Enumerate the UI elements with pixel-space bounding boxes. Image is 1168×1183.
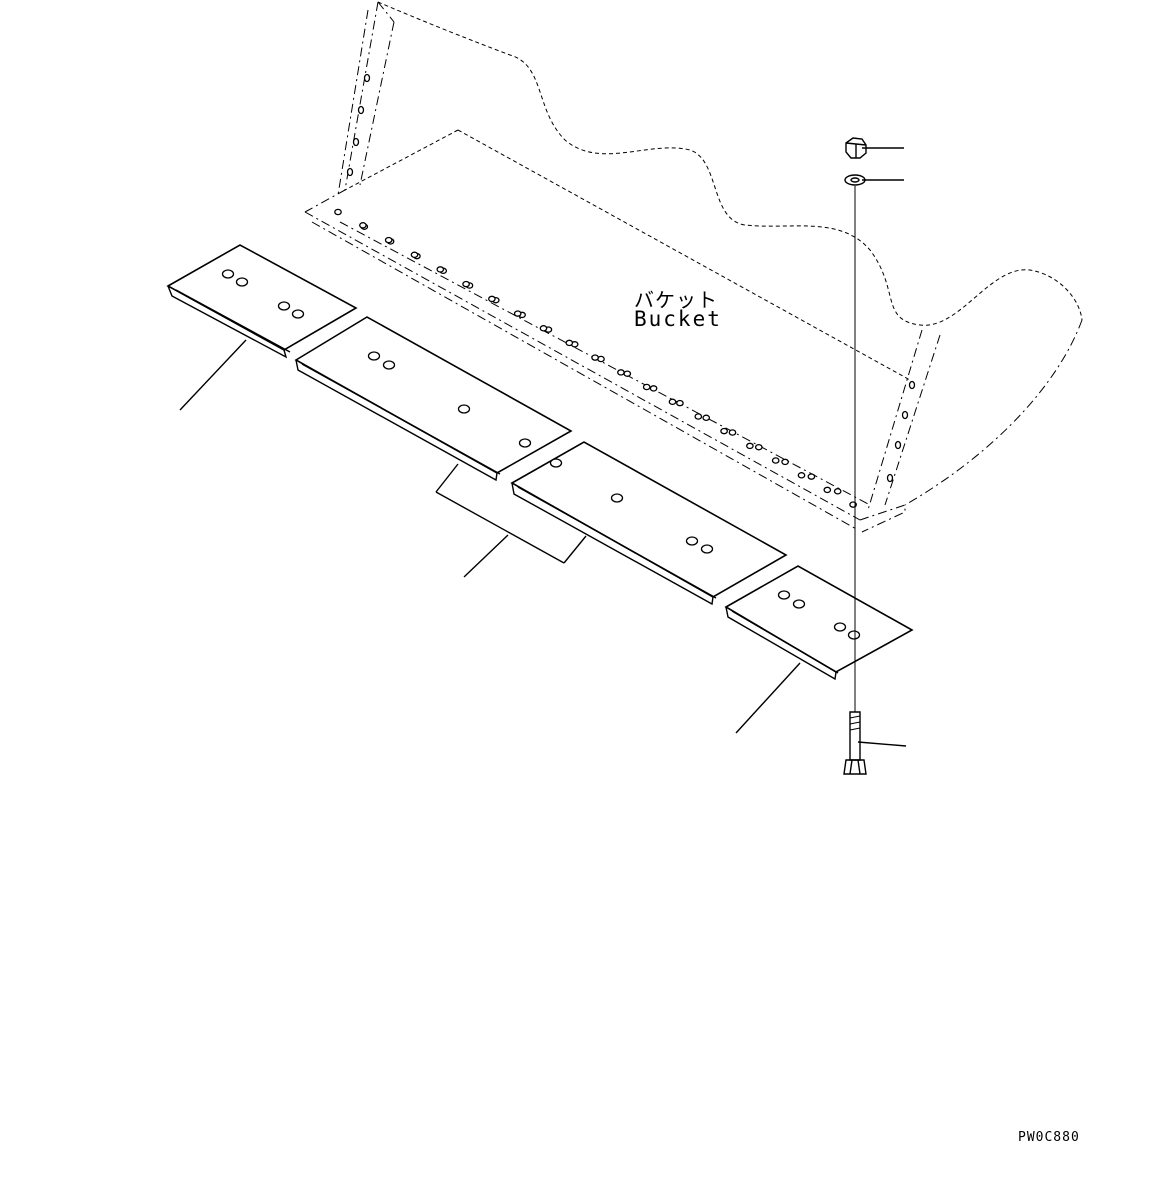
bucket-hole [384,236,393,244]
bucket-hole [359,222,367,229]
bucket-hole [513,310,522,317]
bucket-hole [746,442,754,450]
cutting-edge-plate-center-right [510,441,788,606]
cutting-edge-plate-right [724,565,914,681]
bucket-hole [781,458,789,466]
cutting-edge-plate-center-left [294,316,573,482]
bucket-hole [754,443,763,451]
bucket-hole [668,398,677,406]
bucket-hole [720,427,728,435]
bucket-label-jp: バケット [634,288,718,312]
bucket-hole [617,369,625,376]
bucket-hole [823,486,832,494]
bucket-hole [410,251,419,259]
bucket-phantom [304,1,1083,533]
bucket-hole [694,413,703,420]
bucket-hole [649,385,658,392]
bucket-hole [591,354,599,361]
drawing-code: PW0C880 [1018,1130,1080,1145]
bucket-hole [462,280,470,288]
bucket-hole [833,488,842,495]
bucket-hole [771,457,780,464]
cutting-edge-plate-left [166,244,358,359]
nut-icon [845,137,867,159]
washer-icon [844,174,866,186]
bucket-hole [807,473,816,480]
bucket-hole [797,472,806,479]
bucket-bolt-holes [334,208,857,508]
leader-lines [179,147,907,747]
bucket-hole [728,429,737,436]
bucket-hole [623,370,632,377]
bucket-hole [702,414,711,422]
bucket-hole [676,399,684,407]
side-plate-holes [346,73,916,483]
bolt-icon [843,711,867,775]
bucket-hole [334,208,342,216]
bucket-hole [565,339,574,347]
bucket-hole [642,383,651,391]
bucket-hole [488,295,496,303]
bucket-hole [539,325,548,332]
bucket-hole [436,266,445,273]
bucket-label-en: Bucket [634,307,722,331]
